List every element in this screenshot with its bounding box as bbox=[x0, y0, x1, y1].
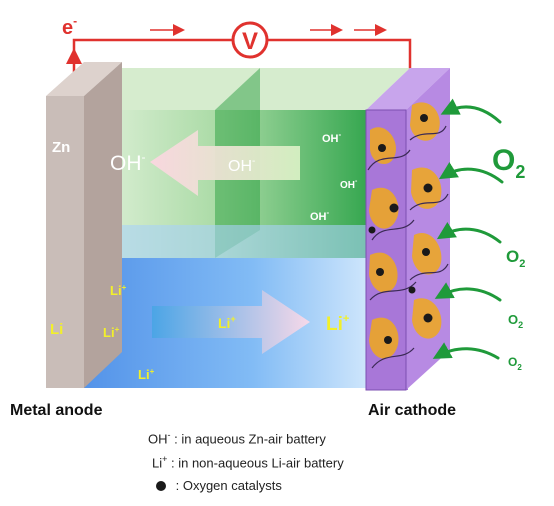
li-arrow-label: Li+ bbox=[218, 314, 236, 331]
li-label-3: Li+ bbox=[138, 367, 155, 382]
li-label-1: Li+ bbox=[110, 283, 127, 298]
metal-anode bbox=[46, 62, 122, 388]
li-label-2: Li+ bbox=[103, 325, 120, 340]
li-large-label: Li+ bbox=[326, 313, 349, 335]
legend-oh-sup: - bbox=[167, 430, 171, 440]
metal-anode-label: Metal anode bbox=[10, 402, 103, 419]
oh-small-label-3: OH- bbox=[310, 208, 330, 223]
catalyst-dots bbox=[368, 114, 433, 344]
legend-oh-ion: OH bbox=[148, 431, 168, 447]
oh-arrow-label: OH- bbox=[228, 156, 255, 175]
voltmeter-label: V bbox=[242, 28, 258, 55]
box-top-face bbox=[80, 68, 410, 110]
legend-oh: OH- : in aqueous Zn-air battery bbox=[148, 430, 326, 446]
air-cathode-label: Air cathode bbox=[368, 402, 457, 419]
o2-arrows bbox=[432, 98, 504, 360]
catalyst-dot-icon bbox=[156, 481, 166, 491]
oh-small-label-1: OH- bbox=[322, 130, 342, 145]
anode-li-label: Li bbox=[50, 321, 63, 338]
anode-zn-label: Zn bbox=[52, 139, 70, 156]
catalyst-network bbox=[367, 102, 449, 369]
oh-migration-arrow bbox=[150, 130, 300, 196]
o2-label-large: O2 bbox=[492, 144, 525, 182]
electron-left-label: e- bbox=[62, 14, 77, 39]
legend-li: Li+ : in non-aqueous Li-air battery bbox=[152, 454, 344, 470]
oh-small-label-2: OH- bbox=[340, 178, 358, 191]
legend-li-sup: + bbox=[162, 454, 168, 464]
legend-oh-text: : in aqueous Zn-air battery bbox=[170, 431, 326, 447]
box-middle-face bbox=[80, 225, 410, 258]
legend-catalyst-text: : Oxygen catalysts bbox=[172, 478, 282, 493]
legend-li-ion: Li bbox=[152, 455, 163, 471]
legend-catalyst: : Oxygen catalysts bbox=[156, 478, 282, 493]
o2-label-2: O2 bbox=[506, 247, 525, 270]
oh-big-label: OH- bbox=[110, 150, 146, 175]
legend-li-text: : in non-aqueous Li-air battery bbox=[167, 455, 344, 471]
o2-label-3: O2 bbox=[508, 312, 523, 330]
voltmeter-icon: V bbox=[231, 21, 269, 59]
o2-label-4: O2 bbox=[508, 355, 522, 372]
li-migration-arrow bbox=[152, 290, 310, 354]
